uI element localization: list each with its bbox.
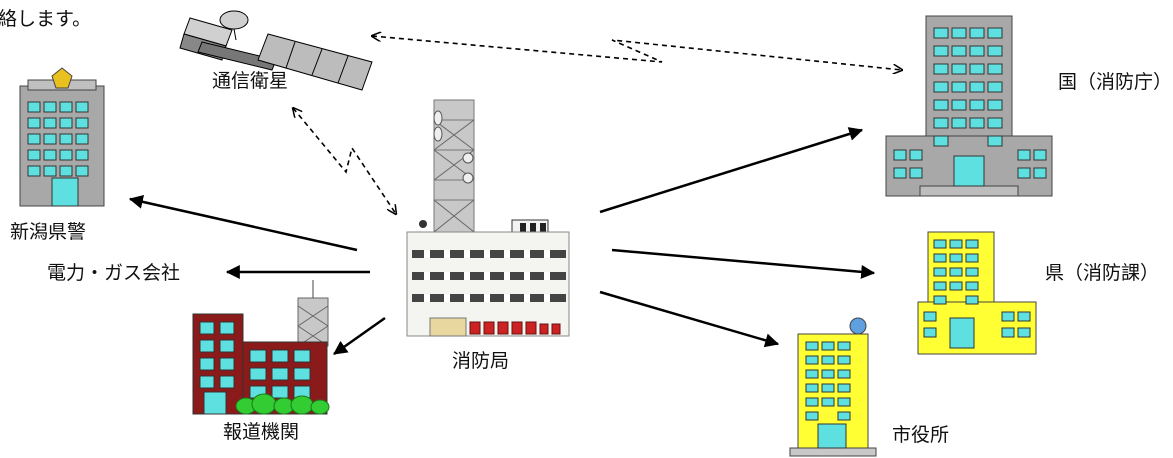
label-city-hall: 市役所 xyxy=(892,424,950,446)
police-building xyxy=(19,67,105,207)
prefecture-building xyxy=(917,231,1037,355)
arrow-to-prefecture xyxy=(611,248,876,279)
fire-department-building xyxy=(406,99,570,337)
dashed-link-satellite-national xyxy=(372,36,902,70)
arrow-to-police xyxy=(128,194,358,252)
label-satellite: 通信衛星 xyxy=(212,70,289,92)
national-government-building xyxy=(885,15,1053,197)
label-media: 報道機関 xyxy=(223,421,300,443)
dashed-link-fire-satellite xyxy=(293,108,396,214)
label-national: 国（消防庁） xyxy=(1058,71,1173,93)
label-police: 新潟県警 xyxy=(10,221,87,243)
arrow-to-national xyxy=(599,127,864,214)
label-prefecture: 県（消防課） xyxy=(1045,262,1160,284)
city-hall-building xyxy=(789,317,877,457)
header-fragment: 絡します。 xyxy=(0,8,92,30)
satellite-icon xyxy=(179,10,373,91)
media-building xyxy=(192,280,330,415)
arrow-to-media xyxy=(333,316,386,356)
label-fire-department: 消防局 xyxy=(452,350,510,372)
label-utilities: 電力・ガス会社 xyxy=(47,262,181,284)
arrow-to-city-hall xyxy=(599,290,780,348)
